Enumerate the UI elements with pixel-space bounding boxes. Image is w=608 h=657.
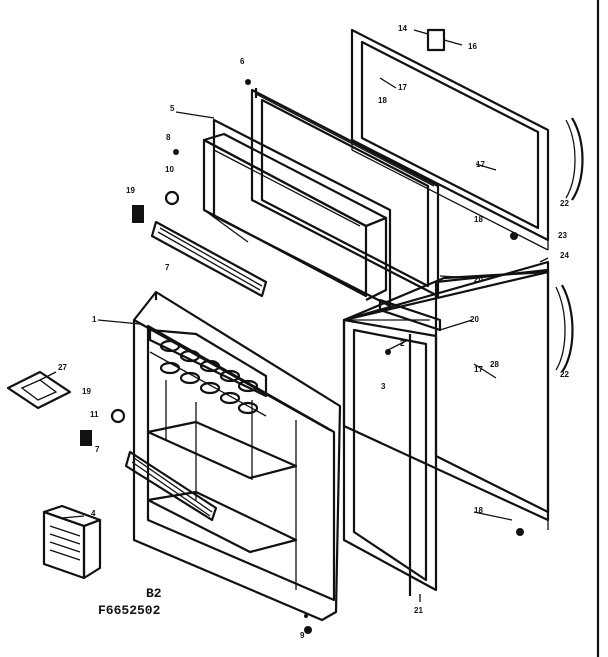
- callout-11: 11: [90, 410, 99, 419]
- callout-23: 23: [558, 231, 567, 240]
- freezer-small-parts: [132, 79, 251, 223]
- butter-compartment: [42, 504, 102, 580]
- callout-24: 24: [560, 251, 569, 260]
- callout-5: 5: [170, 104, 175, 113]
- callout-19-upper: 19: [126, 186, 135, 195]
- callout-2: 2: [400, 339, 405, 348]
- callout-9: 9: [300, 631, 305, 640]
- freezer-door-handle: [571, 117, 584, 201]
- freezer-door-liner: [202, 88, 440, 308]
- callout-19-lower: 19: [82, 387, 91, 396]
- callout-7-lower: 7: [95, 445, 100, 454]
- leader-lines: [39, 77, 549, 602]
- callout-1: 1: [92, 315, 97, 324]
- callout-4: 4: [91, 509, 96, 518]
- freezer-shelf-strip: [150, 220, 268, 298]
- callout-18-top: 18: [378, 96, 387, 105]
- fresh-food-shelf-strip: [124, 450, 218, 522]
- diagram-caption-line2: F6652502: [98, 603, 161, 618]
- callout-22-lower: 22: [560, 370, 569, 379]
- fresh-food-small-parts: [80, 349, 391, 634]
- part-27-pad: [6, 370, 72, 410]
- fresh-food-door-handle: [561, 284, 574, 373]
- fresh-food-door-gasket: [342, 318, 438, 596]
- callout-28: 28: [490, 360, 499, 369]
- callout-10: 10: [165, 165, 174, 174]
- callout-14: 14: [398, 24, 407, 33]
- callout-20-lower: 20: [470, 315, 479, 324]
- callout-18-upper-door: 18: [474, 215, 483, 224]
- freezer-outer-door: [350, 28, 550, 251]
- fresh-food-door-liner: [132, 290, 342, 622]
- callout-21: 21: [414, 606, 423, 615]
- callout-8: 8: [166, 133, 171, 142]
- callout-27: 27: [58, 363, 67, 372]
- fresh-food-outer-door: [342, 232, 550, 536]
- callout-20-upper: 20: [474, 275, 483, 284]
- callout-17-lower-door: 17: [474, 365, 483, 374]
- callout-6: 6: [240, 57, 245, 66]
- callout-17-upper-door: 17: [476, 160, 485, 169]
- freezer-door-gasket: [254, 88, 435, 187]
- callout-3: 3: [381, 382, 386, 391]
- callout-17-top: 17: [398, 83, 407, 92]
- callout-22-upper: 22: [560, 199, 569, 208]
- egg-rack-cups: [159, 339, 259, 415]
- callout-16: 16: [468, 42, 477, 51]
- callout-7-upper: 7: [165, 263, 170, 272]
- diagram-caption-line1: B2: [146, 586, 162, 601]
- callout-18-lower-door: 18: [474, 506, 483, 515]
